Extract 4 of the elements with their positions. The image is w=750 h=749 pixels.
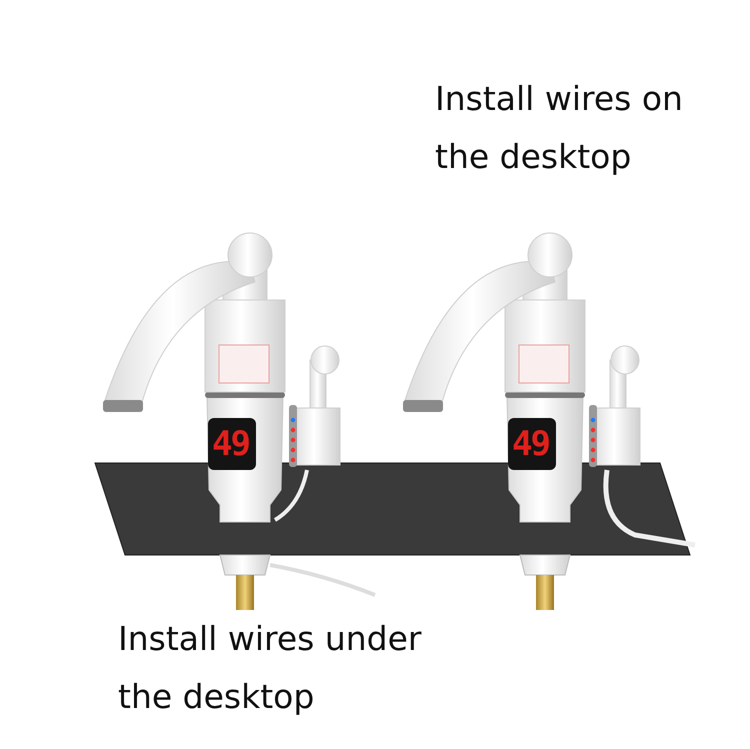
display-readout: 49: [212, 424, 249, 464]
caption: Install wires on the desktop: [435, 78, 684, 178]
display-readout: 49: [512, 424, 549, 464]
caption: Install wires under the desktop: [118, 618, 422, 718]
